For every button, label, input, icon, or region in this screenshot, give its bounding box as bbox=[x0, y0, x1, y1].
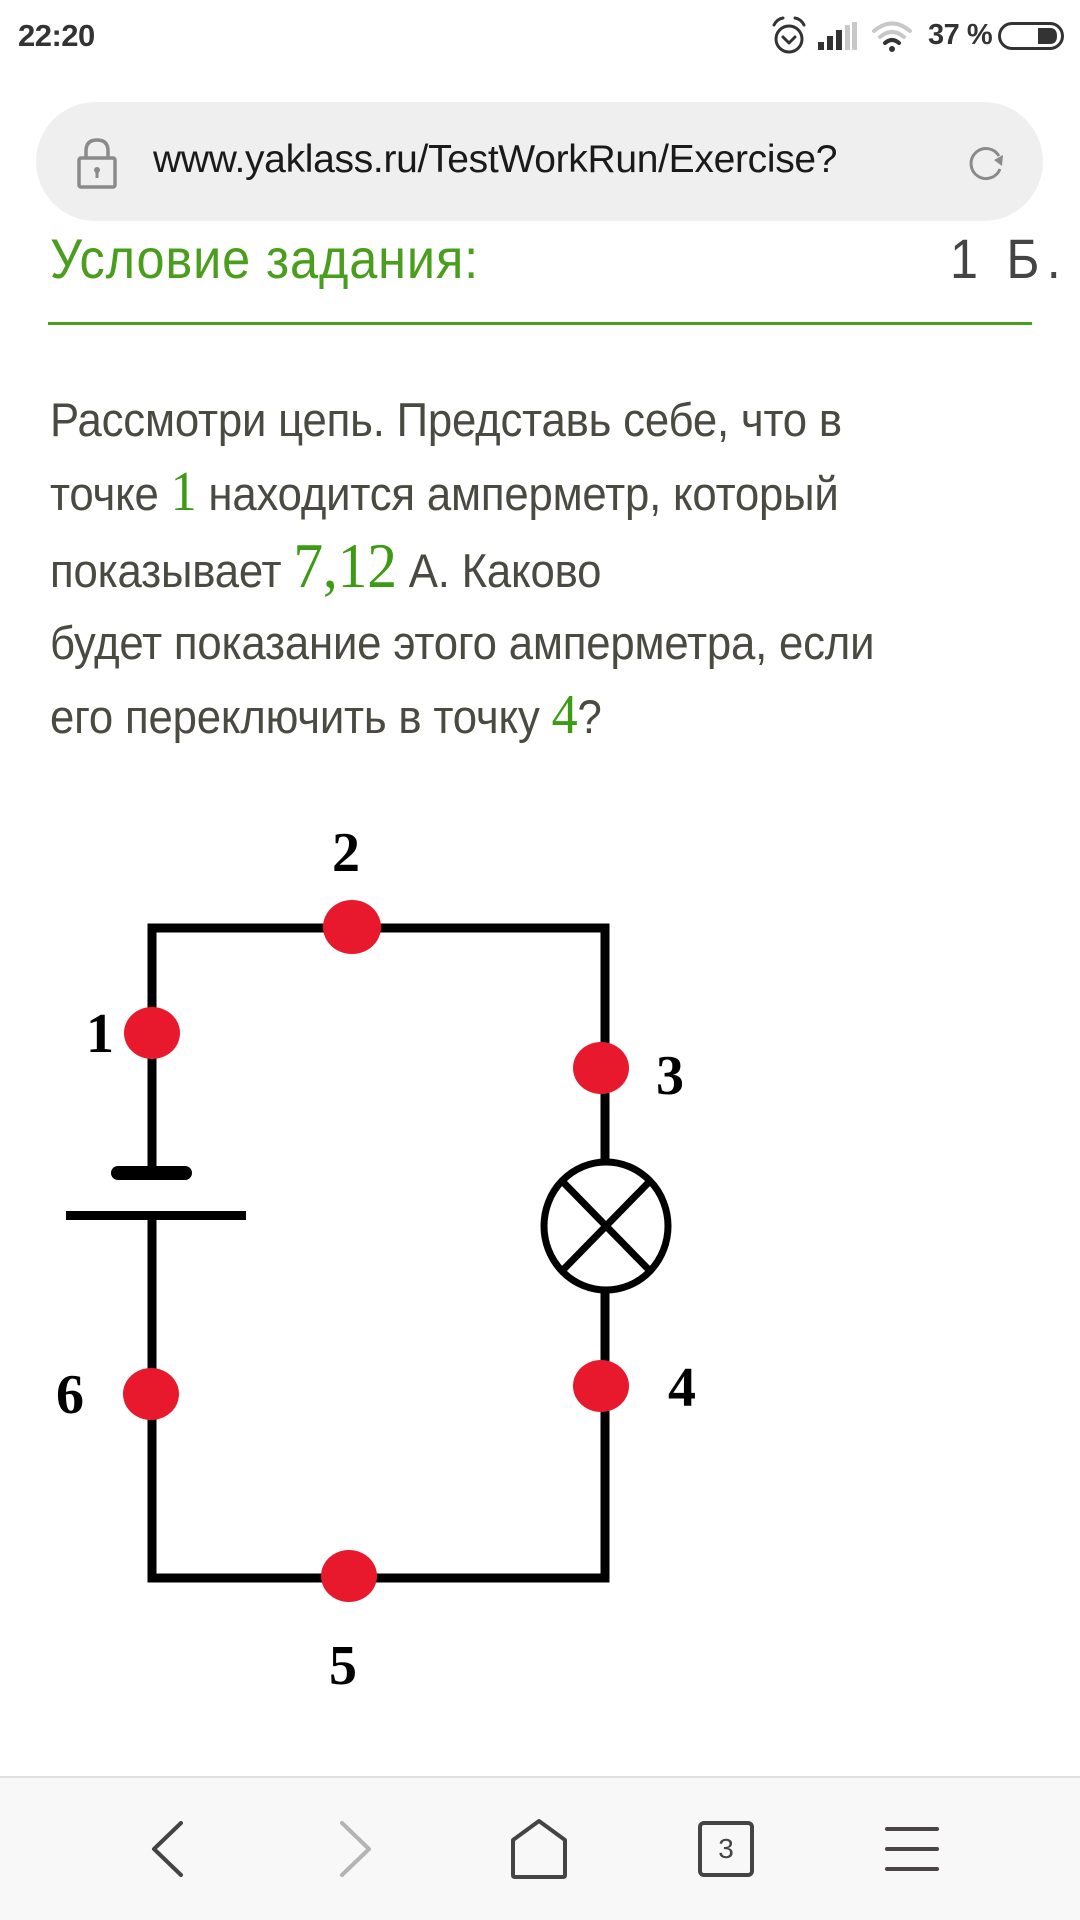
forward-button[interactable] bbox=[295, 1778, 415, 1920]
point-number-4: 4 bbox=[551, 684, 578, 746]
question-line-4: будет показание этого амперметра, если bbox=[50, 616, 875, 669]
question-text-segment: ? bbox=[577, 690, 602, 743]
point-label-5: 5 bbox=[329, 1635, 357, 1697]
home-icon bbox=[511, 1819, 567, 1879]
current-value: 7,12 bbox=[293, 530, 397, 601]
task-points: 1 Б. bbox=[950, 227, 1068, 290]
reload-icon[interactable] bbox=[964, 141, 1008, 185]
point-label-2: 2 bbox=[332, 822, 360, 884]
task-heading: Условие задания: bbox=[50, 227, 480, 290]
question-line-2: точке 1 находится амперметр, который bbox=[50, 456, 1036, 530]
url-input[interactable]: www.yaklass.ru/TestWorkRun/Exercise? bbox=[153, 138, 838, 181]
measurement-points bbox=[123, 900, 629, 1602]
point-1 bbox=[124, 1007, 180, 1059]
address-bar[interactable] bbox=[36, 102, 1043, 221]
question-text-segment: находится амперметр, который bbox=[196, 467, 839, 520]
tabs-button[interactable]: 3 bbox=[666, 1778, 786, 1920]
status-bar: 22:20 37 % bbox=[0, 0, 1080, 75]
point-label-4: 4 bbox=[668, 1357, 696, 1419]
menu-icon bbox=[885, 1827, 939, 1871]
back-button[interactable] bbox=[108, 1778, 228, 1920]
point-3 bbox=[573, 1042, 629, 1094]
circuit-diagram: 1 2 3 4 5 6 bbox=[56, 822, 696, 1697]
back-icon bbox=[152, 1821, 183, 1877]
clock: 22:20 bbox=[18, 18, 95, 53]
point-number-1: 1 bbox=[170, 461, 197, 523]
battery-percent: 37 % bbox=[928, 19, 993, 51]
question-text-segment: показывает bbox=[50, 544, 294, 597]
lock-icon bbox=[77, 138, 117, 189]
point-6 bbox=[123, 1368, 179, 1420]
lamp-symbol bbox=[540, 1158, 672, 1294]
question-line-1: Рассмотри цепь. Представь себе, что в bbox=[50, 393, 842, 446]
point-4 bbox=[573, 1360, 629, 1412]
heading-divider bbox=[48, 322, 1032, 325]
question-text-segment: А. Каково bbox=[396, 544, 602, 597]
browser-bottom-nav: 3 bbox=[0, 1776, 1080, 1920]
question-line-3: показывает 7,12 А. Каково bbox=[50, 530, 1036, 607]
point-label-3: 3 bbox=[656, 1045, 684, 1107]
signal-icon bbox=[818, 22, 857, 50]
menu-button[interactable] bbox=[852, 1778, 972, 1920]
home-button[interactable] bbox=[479, 1778, 599, 1920]
battery-icon bbox=[998, 22, 1064, 50]
question-text: Рассмотри цепь. Представь себе, что в то… bbox=[50, 384, 1036, 753]
question-text-segment: точке bbox=[50, 467, 171, 520]
forward-icon bbox=[340, 1821, 371, 1877]
tabs-icon: 3 bbox=[698, 1821, 754, 1877]
question-text-segment: его переключить в точку bbox=[50, 690, 552, 743]
point-label-1: 1 bbox=[86, 1003, 114, 1065]
tabs-count: 3 bbox=[718, 1833, 734, 1864]
battery-symbol bbox=[66, 1166, 246, 1220]
point-label-6: 6 bbox=[56, 1364, 84, 1426]
question-line-5: его переключить в точку 4? bbox=[50, 679, 1036, 753]
alarm-icon bbox=[772, 16, 806, 54]
point-5 bbox=[321, 1550, 377, 1602]
point-2 bbox=[323, 900, 381, 954]
circuit-wires bbox=[147, 923, 610, 1583]
wifi-icon bbox=[872, 21, 912, 52]
